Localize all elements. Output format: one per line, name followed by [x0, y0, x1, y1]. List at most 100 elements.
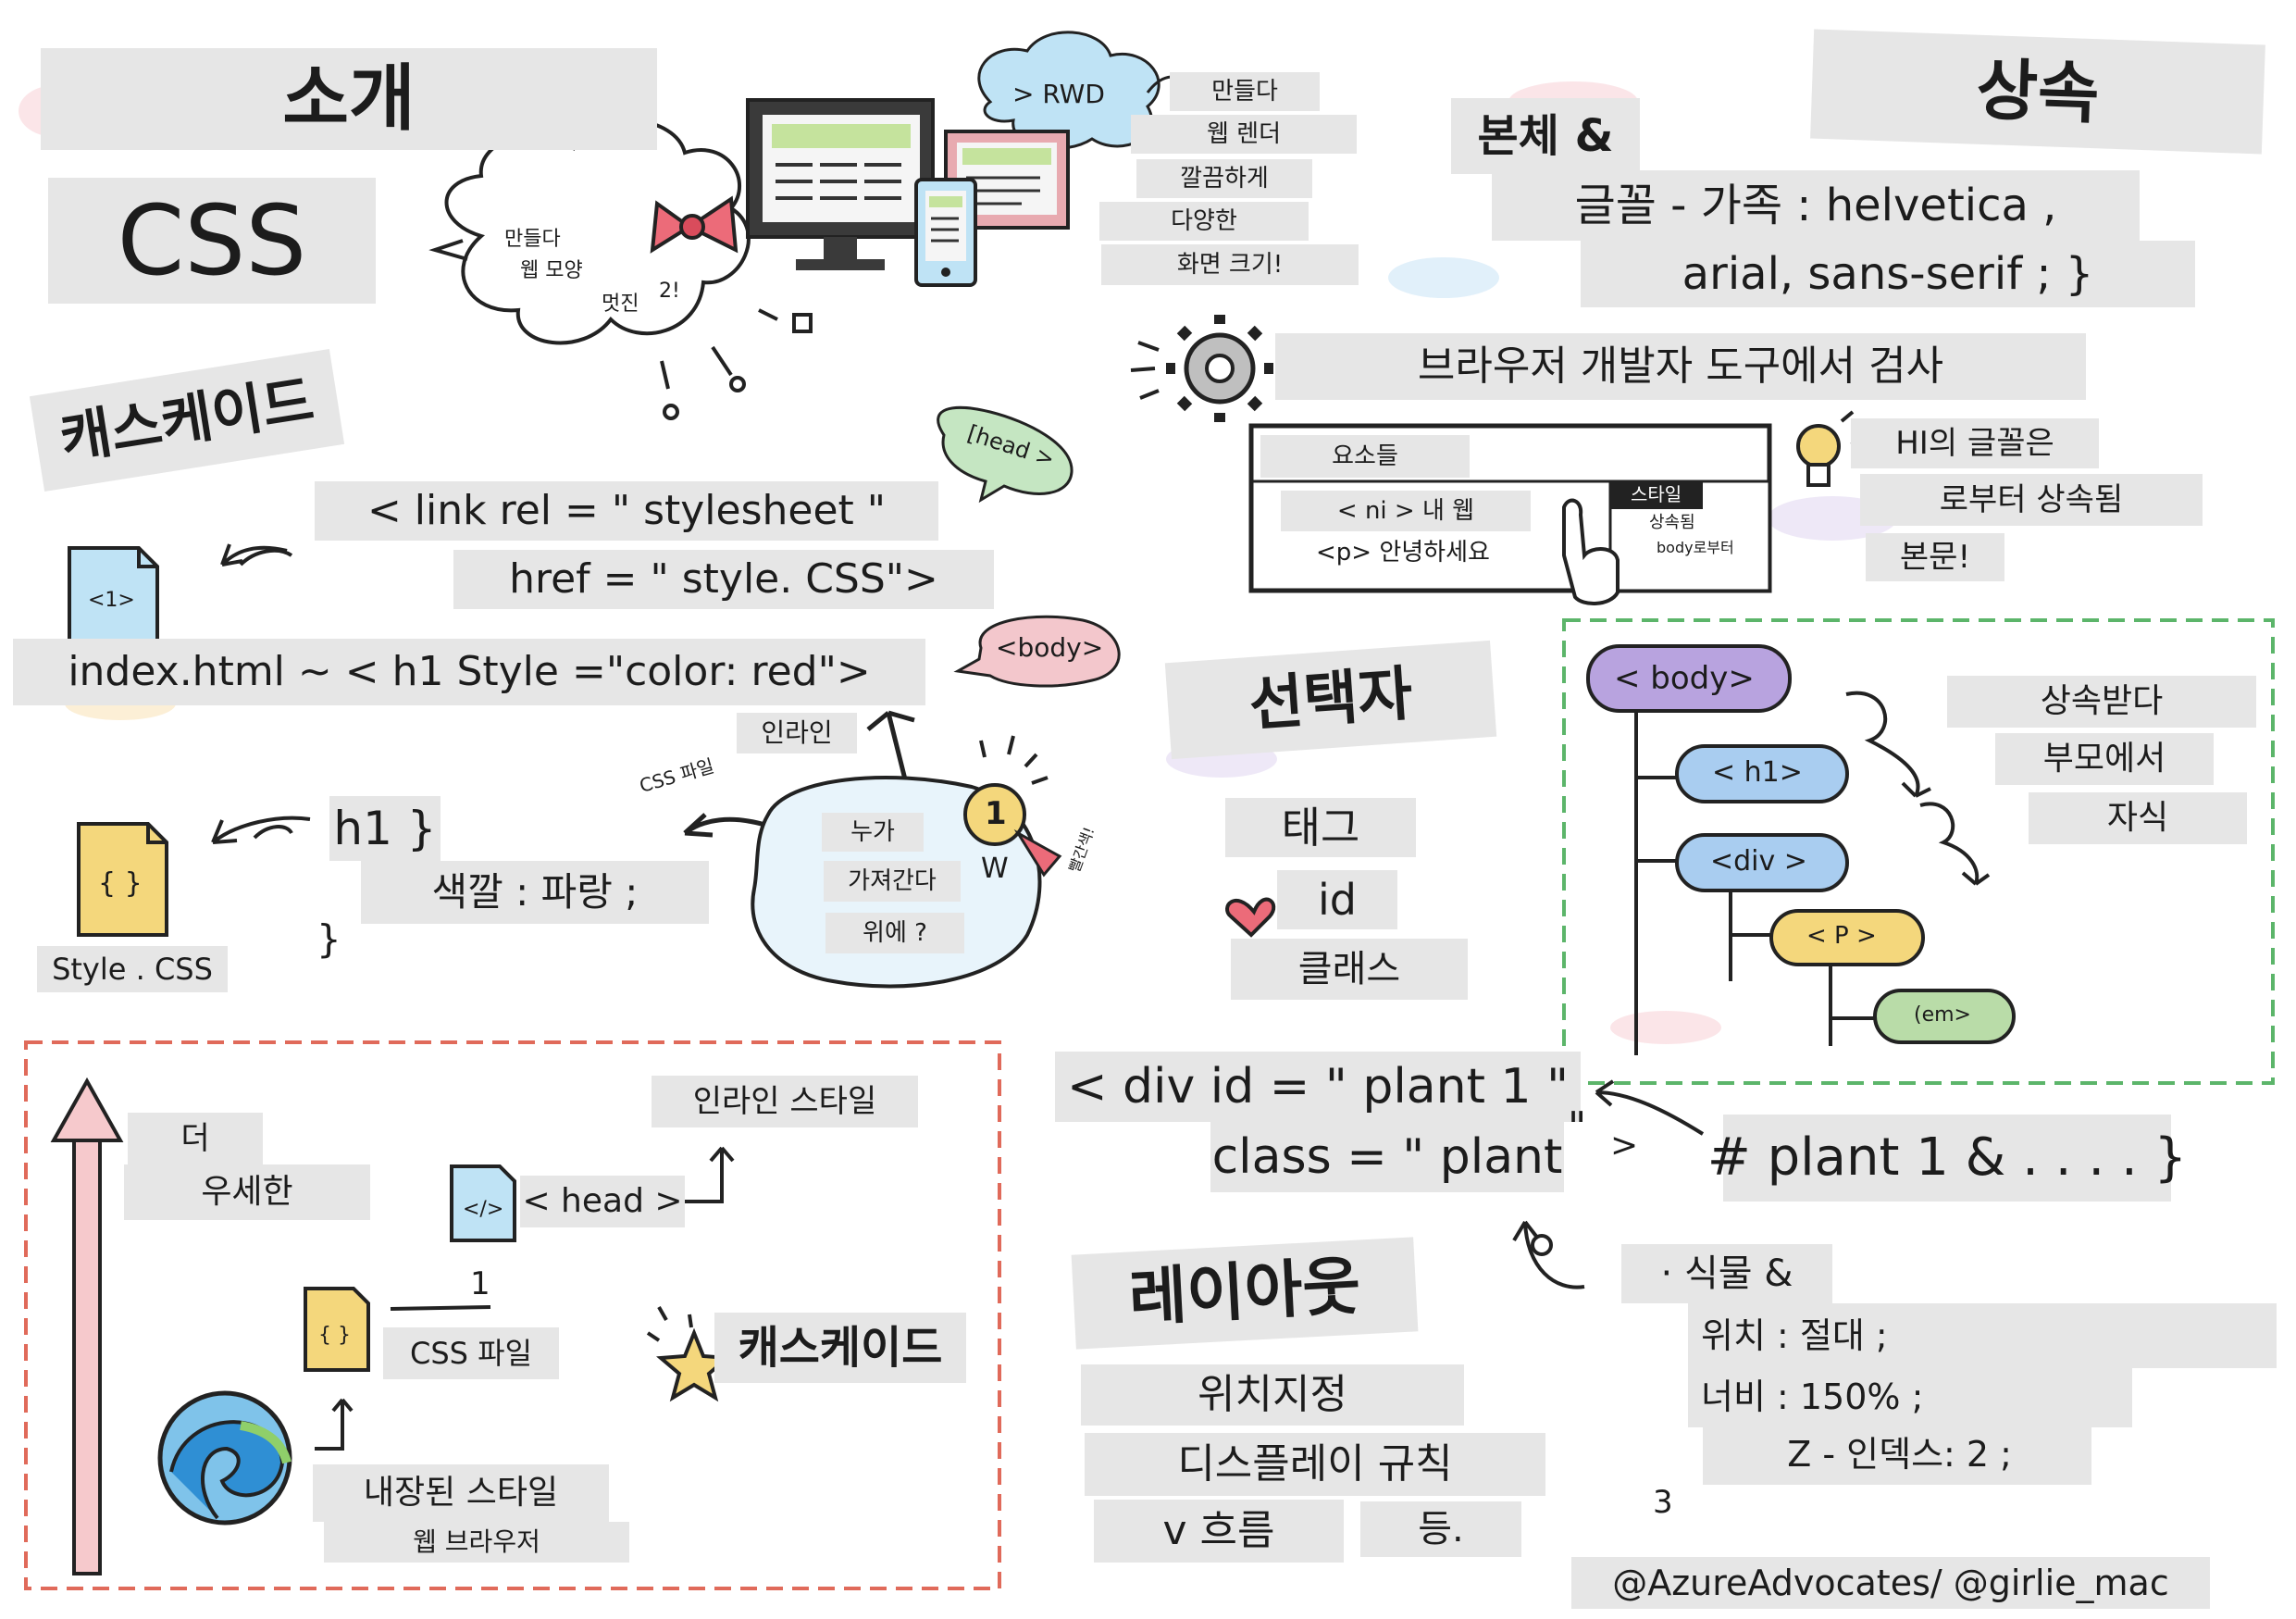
rwd-line-2: 웹 렌더 — [1131, 115, 1357, 154]
browser-logo-icon — [157, 1390, 292, 1526]
h1-font-line-1: HI의 글꼴은 — [1851, 418, 2099, 468]
rwd-line-1: 만들다 — [1170, 72, 1320, 111]
cloud-line-1: 만들다 — [504, 228, 561, 251]
body-bubble-text: <body> — [996, 632, 1104, 663]
color-rule: 색깔 : 파랑 ; — [361, 861, 709, 924]
css-file-icon-braces: { } — [98, 867, 143, 900]
width-rule: 너비 : 150% ; — [1688, 1366, 2132, 1427]
inheritance-frame — [1562, 618, 2275, 1085]
div-class-line: class = " plant — [1210, 1122, 1564, 1192]
link-tag-line-1: < link rel = " stylesheet " — [315, 481, 938, 541]
class-closing-quote: " — [1568, 1103, 1587, 1151]
cloud-line-4: 2! — [659, 280, 680, 303]
selector-class: 클래스 — [1231, 939, 1468, 1000]
bow-icon — [650, 195, 738, 254]
inline-style-label: 인라인 스타일 — [652, 1076, 918, 1127]
panel-from-body-label: body로부터 — [1657, 539, 1734, 556]
css-title: CSS — [48, 178, 376, 304]
head-label: < head > — [520, 1176, 685, 1227]
plant-class-rule: · 식물 & — [1621, 1244, 1832, 1303]
monitor-icon — [746, 98, 935, 270]
panel-inherited-label: 상속됨 — [1649, 513, 1695, 532]
inherit-line-2: 부모에서 — [1995, 733, 2214, 785]
css-file-icon — [77, 822, 168, 937]
pointing-hand-icon — [1562, 498, 1620, 605]
tree-p-node: < P > — [1806, 922, 1877, 950]
inline-label: 인라인 — [737, 713, 857, 753]
head-bubble — [937, 405, 1074, 504]
cloud-line-3: 멋진 — [602, 293, 639, 316]
layout-item-positioning: 위치지정 — [1081, 1364, 1464, 1426]
cascade-label: 캐스케이드 — [714, 1313, 966, 1383]
layout-title: 레이아웃 — [1071, 1237, 1419, 1350]
layout-item-flow: v 흐름 — [1094, 1500, 1344, 1563]
html-file-icon-label: </> — [463, 1198, 504, 1221]
more-label: 더 — [128, 1113, 263, 1164]
who-wins-line-2: 가져간다 — [824, 861, 961, 902]
specificity-frame — [24, 1040, 1001, 1590]
tree-nodes — [1586, 644, 2016, 1044]
close-brace: } — [316, 916, 341, 962]
html-file-icon — [450, 1164, 516, 1242]
arrow-icon — [50, 1077, 124, 1575]
lightbulb-icon — [1796, 410, 1867, 487]
css-file-icon — [304, 1287, 370, 1372]
panel-p-node: <p> 안녕하세요 — [1316, 539, 1490, 567]
html-file-badge: <1> — [88, 589, 135, 612]
rwd-line-4: 다양한 — [1099, 202, 1309, 241]
phone-icon — [914, 178, 977, 287]
panel-h1-node: < ni > 내 웹 — [1281, 491, 1531, 531]
position-rule: 위치 : 절대 ; — [1688, 1303, 2277, 1368]
layout-item-etc: 등. — [1360, 1501, 1521, 1557]
medal-icon — [963, 735, 1062, 878]
devtools-label: 브라우저 개발자 도구에서 검사 — [1275, 333, 2086, 400]
selector-tag: 태그 — [1225, 798, 1416, 857]
h1-font-line-2: 로부터 상속됨 — [1860, 474, 2203, 526]
css-file-label: CSS 파일 — [383, 1327, 559, 1379]
h1-rule: h1 } — [329, 796, 441, 861]
cloud-line-2: 웹 모양 — [520, 259, 583, 282]
rwd-tag: > RWD — [1012, 79, 1105, 109]
zindex-rule: Z - 인덱스: 2 ; — [1703, 1424, 2091, 1485]
font-family-line-2: arial, sans-serif ; } — [1581, 241, 2195, 307]
style-css-label: Style . CSS — [37, 946, 228, 992]
who-wins-line-3: 위에 ? — [825, 913, 964, 953]
number-three: 3 — [1653, 1484, 1673, 1521]
css-file-icon-label: { } — [318, 1324, 351, 1347]
embedded-style-label: 내장된 스타일 — [313, 1464, 609, 1522]
who-wins-line-1: 누가 — [822, 813, 924, 852]
h1-font-line-3: 본문! — [1866, 533, 2004, 581]
div-closing-angle: > — [1610, 1127, 1639, 1164]
heart-icon — [1225, 897, 1276, 938]
medal-number: 1 — [985, 795, 1007, 832]
web-browser-label: 웹 브라우저 — [324, 1522, 629, 1563]
rwd-line-3: 깔끔하게 — [1136, 159, 1312, 198]
winner-letter: W — [981, 853, 1009, 885]
link-tag-line-2: href = " style. CSS"> — [453, 550, 994, 609]
body-and-label: 본체 & — [1451, 98, 1640, 174]
font-family-line-1: 글꼴 - 가족 : helvetica , — [1492, 170, 2140, 241]
body-bubble — [953, 615, 1121, 688]
intro-title: 소개 — [41, 48, 657, 150]
plant-id-rule: # plant 1 & . . . . } — [1707, 1115, 2187, 1202]
number-one-label: 1 — [470, 1265, 490, 1302]
inherit-line-3: 자식 — [2029, 792, 2247, 844]
tree-em-node: (em> — [1914, 1003, 1971, 1027]
index-html-line: index.html ~ < h1 Style ="color: red"> — [13, 639, 925, 705]
tree-div-node: <div > — [1710, 845, 1807, 878]
gear-icon — [1130, 315, 1273, 422]
file-icon — [68, 546, 159, 650]
selector-id: id — [1277, 870, 1397, 929]
panel-style-tab: 스타일 — [1631, 483, 1682, 505]
rwd-line-5: 화면 크기! — [1101, 244, 1359, 285]
panel-elements-tab: 요소들 — [1260, 435, 1470, 478]
layout-item-display: 디스플레이 규칙 — [1085, 1433, 1545, 1496]
div-id-line: < div id = " plant 1 " — [1055, 1052, 1581, 1122]
specific-label: 우세한 — [124, 1164, 370, 1220]
inheritance-title: 상속 — [1810, 29, 2265, 155]
inherit-line-1: 상속받다 — [1947, 676, 2256, 728]
tree-body-node: < body> — [1614, 660, 1755, 697]
tree-h1-node: < h1> — [1712, 756, 1803, 789]
